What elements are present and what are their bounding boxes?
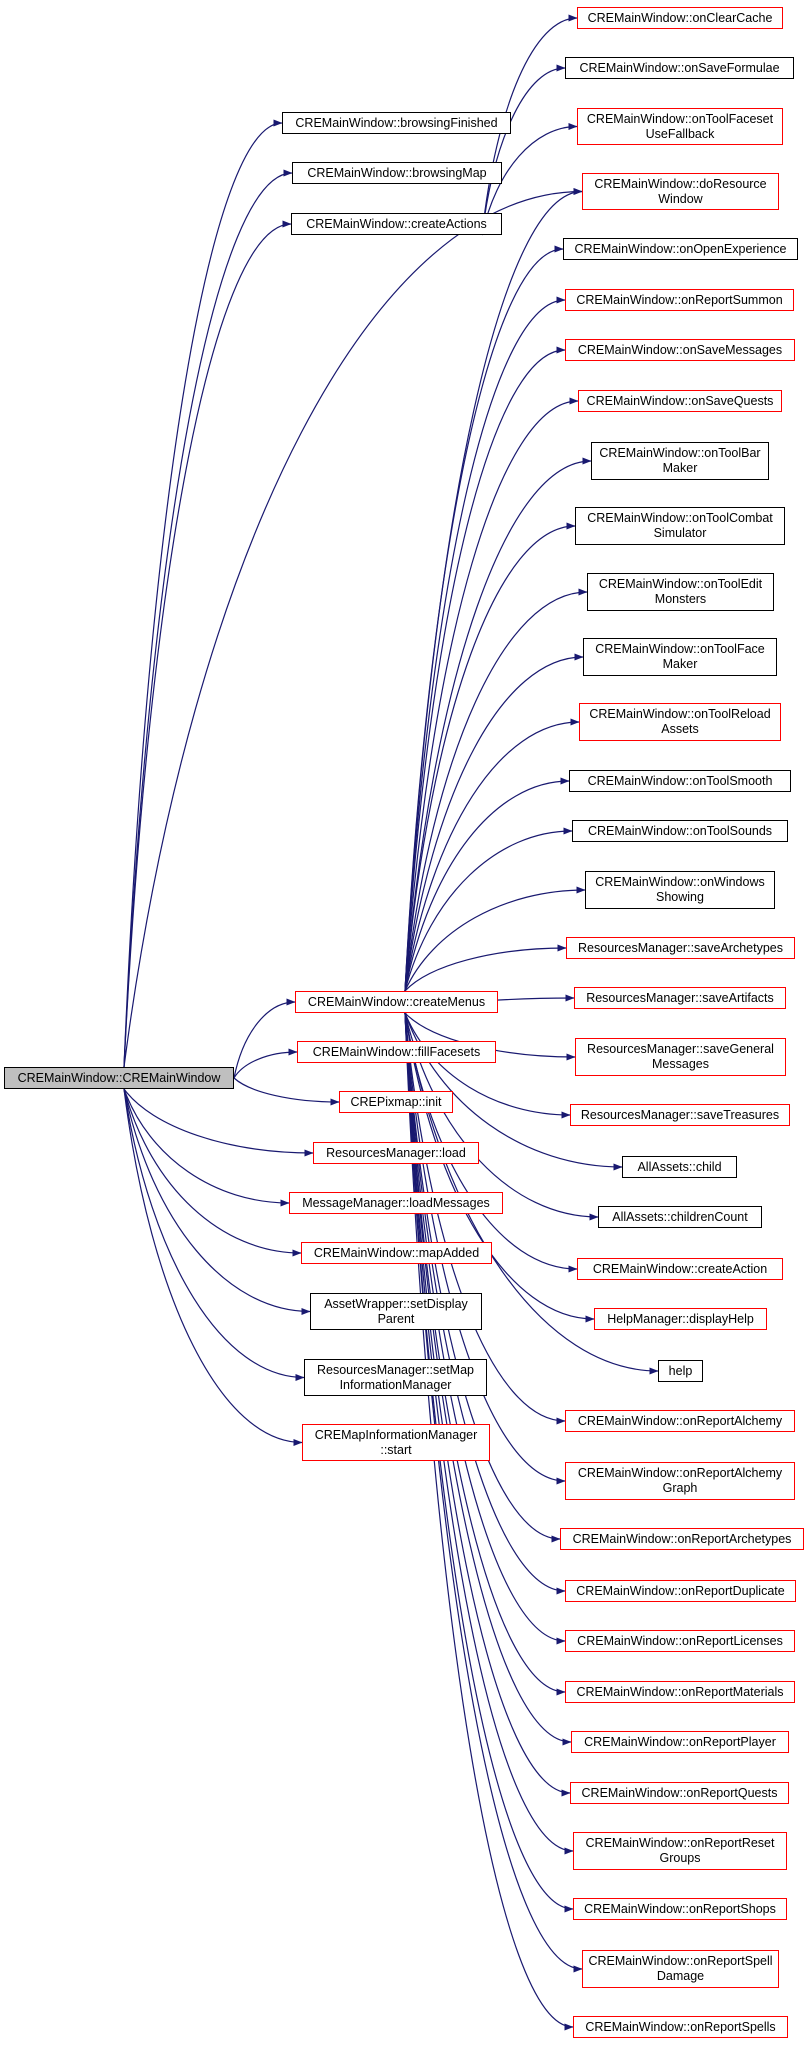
- node-on-save-quests[interactable]: CREMainWindow::onSaveQuests: [578, 390, 782, 412]
- node-on-report-alchemy-graph[interactable]: CREMainWindow::onReportAlchemy Graph: [565, 1462, 795, 1500]
- edge-create_menus-to-on_save_quests: [404, 397, 579, 992]
- node-on-tool-combat-simulator[interactable]: CREMainWindow::onToolCombat Simulator: [575, 507, 785, 545]
- edge-create_menus-to-on_save_messages: [404, 346, 566, 992]
- edge-create_menus-to-on_report_reset_groups: [404, 1012, 574, 1855]
- node-on-report-duplicate[interactable]: CREMainWindow::onReportDuplicate: [565, 1580, 796, 1602]
- edge-create_menus-to-on_report_spells: [404, 1012, 574, 2031]
- node-on-save-formulae[interactable]: CREMainWindow::onSaveFormulae: [565, 57, 794, 79]
- node-save-general-messages[interactable]: ResourcesManager::saveGeneral Messages: [575, 1038, 786, 1076]
- edge-root-to-browsing_map: [123, 169, 293, 1068]
- node-create-action[interactable]: CREMainWindow::createAction: [577, 1258, 783, 1280]
- node-save-archetypes[interactable]: ResourcesManager::saveArchetypes: [566, 937, 795, 959]
- node-on-report-alchemy[interactable]: CREMainWindow::onReportAlchemy: [565, 1410, 795, 1432]
- edge-create_menus-to-on_tool_sounds: [404, 827, 573, 992]
- node-on-tool-edit-monsters[interactable]: CREMainWindow::onToolEdit Monsters: [587, 573, 774, 611]
- node-set-map-information-manager[interactable]: ResourcesManager::setMap InformationMana…: [304, 1359, 487, 1396]
- node-on-report-reset-groups[interactable]: CREMainWindow::onReportReset Groups: [573, 1832, 787, 1870]
- node-display-help[interactable]: HelpManager::displayHelp: [594, 1308, 767, 1330]
- edge-root-to-load_messages: [123, 1088, 290, 1207]
- node-do-resource-window[interactable]: CREMainWindow::doResource Window: [582, 173, 779, 210]
- node-mapinformationmanager-start[interactable]: CREMapInformationManager ::start: [302, 1424, 490, 1461]
- edge-root-to-create_actions: [123, 220, 292, 1068]
- node-on-report-shops[interactable]: CREMainWindow::onReportShops: [573, 1898, 787, 1920]
- node-on-tool-bar-maker[interactable]: CREMainWindow::onToolBar Maker: [591, 442, 769, 480]
- node-save-artifacts[interactable]: ResourcesManager::saveArtifacts: [574, 987, 786, 1009]
- edge-create_menus-to-save_archetypes: [404, 944, 567, 992]
- node-on-report-spell-damage[interactable]: CREMainWindow::onReportSpell Damage: [582, 1950, 779, 1988]
- node-save-treasures[interactable]: ResourcesManager::saveTreasures: [570, 1104, 790, 1126]
- edge-root-to-fill_facesets: [233, 1048, 298, 1079]
- node-allassets-children-count[interactable]: AllAssets::childrenCount: [598, 1206, 762, 1228]
- node-on-report-materials[interactable]: CREMainWindow::onReportMaterials: [565, 1681, 795, 1703]
- edge-create_menus-to-on_tool_bar_maker: [404, 457, 592, 992]
- edge-create_actions-to-on_clear_cache: [481, 14, 578, 236]
- edge-root-to-map_added: [123, 1088, 302, 1257]
- node-on-report-archetypes[interactable]: CREMainWindow::onReportArchetypes: [560, 1528, 804, 1550]
- edge-root-to-browsing_finished: [123, 119, 283, 1068]
- edge-create_menus-to-on_tool_reload_assets: [404, 718, 580, 992]
- node-browsing-map[interactable]: CREMainWindow::browsingMap: [292, 162, 502, 184]
- node-on-tool-smooth[interactable]: CREMainWindow::onToolSmooth: [569, 770, 791, 792]
- edge-create_menus-to-on_tool_edit_monsters: [404, 588, 588, 992]
- node-on-report-spells[interactable]: CREMainWindow::onReportSpells: [573, 2016, 788, 2038]
- node-resourcesmanager-load[interactable]: ResourcesManager::load: [313, 1142, 479, 1164]
- edge-root-to-do_resource_window: [123, 188, 583, 1068]
- node-on-report-licenses[interactable]: CREMainWindow::onReportLicenses: [565, 1630, 795, 1652]
- node-on-tool-face-maker[interactable]: CREMainWindow::onToolFace Maker: [583, 638, 777, 676]
- node-map-added[interactable]: CREMainWindow::mapAdded: [301, 1242, 492, 1264]
- edge-root-to-set_map_info: [123, 1088, 305, 1381]
- node-set-display-parent[interactable]: AssetWrapper::setDisplay Parent: [310, 1293, 482, 1330]
- node-create-menus[interactable]: CREMainWindow::createMenus: [295, 991, 498, 1013]
- node-load-messages[interactable]: MessageManager::loadMessages: [289, 1192, 503, 1214]
- node-on-report-summon[interactable]: CREMainWindow::onReportSummon: [565, 289, 794, 311]
- edge-create_menus-to-on_report_licenses: [404, 1012, 566, 1645]
- node-on-save-messages[interactable]: CREMainWindow::onSaveMessages: [565, 339, 795, 361]
- node-help[interactable]: help: [658, 1360, 703, 1382]
- edge-root-to-rm_load: [123, 1088, 314, 1157]
- node-cremainwindow-cremainwindow[interactable]: CREMainWindow::CREMainWindow: [4, 1067, 234, 1089]
- node-on-report-quests[interactable]: CREMainWindow::onReportQuests: [570, 1782, 789, 1804]
- edge-create_menus-to-on_report_alchemy_graph: [404, 1012, 566, 1485]
- edge-create_menus-to-display_help: [404, 1012, 595, 1323]
- edge-root-to-crepixmap_init: [233, 1077, 340, 1106]
- node-on-open-experience[interactable]: CREMainWindow::onOpenExperience: [563, 238, 798, 260]
- node-fill-facesets[interactable]: CREMainWindow::fillFacesets: [297, 1041, 496, 1063]
- edge-create_menus-to-on_tool_combat: [404, 522, 576, 992]
- node-crepixmap-init[interactable]: CREPixmap::init: [339, 1091, 453, 1113]
- edge-create_menus-to-on_report_materials: [404, 1012, 566, 1696]
- node-on-tool-reload-assets[interactable]: CREMainWindow::onToolReload Assets: [579, 703, 781, 741]
- node-allassets-child[interactable]: AllAssets::child: [622, 1156, 737, 1178]
- edge-create_menus-to-do_resource_window: [404, 188, 583, 992]
- node-on-windows-showing[interactable]: CREMainWindow::onWindows Showing: [585, 871, 775, 909]
- edge-create_actions-to-on_save_formulae: [481, 64, 566, 236]
- edge-root-to-set_display_parent: [123, 1088, 311, 1315]
- edge-create_menus-to-on_open_experience: [404, 245, 564, 992]
- node-on-tool-sounds[interactable]: CREMainWindow::onToolSounds: [572, 820, 788, 842]
- edge-create_menus-to-on_tool_smooth: [404, 777, 570, 992]
- edge-root-to-create_menus: [233, 998, 296, 1079]
- node-on-report-player[interactable]: CREMainWindow::onReportPlayer: [571, 1731, 789, 1753]
- edge-create_menus-to-on_tool_face_maker: [404, 653, 584, 992]
- edge-create_menus-to-on_report_player: [404, 1012, 572, 1746]
- node-on-tool-faceset-use-fallback[interactable]: CREMainWindow::onToolFaceset UseFallback: [577, 108, 783, 145]
- edge-create_menus-to-save_treasures: [404, 1012, 571, 1119]
- node-on-clear-cache[interactable]: CREMainWindow::onClearCache: [577, 7, 783, 29]
- edge-create_menus-to-on_report_summon: [404, 296, 566, 992]
- edge-root-to-mapinfo_start: [123, 1088, 303, 1446]
- node-create-actions[interactable]: CREMainWindow::createActions: [291, 213, 502, 235]
- node-browsing-finished[interactable]: CREMainWindow::browsingFinished: [282, 112, 511, 134]
- edge-create_menus-to-on_windows_showing: [404, 886, 586, 992]
